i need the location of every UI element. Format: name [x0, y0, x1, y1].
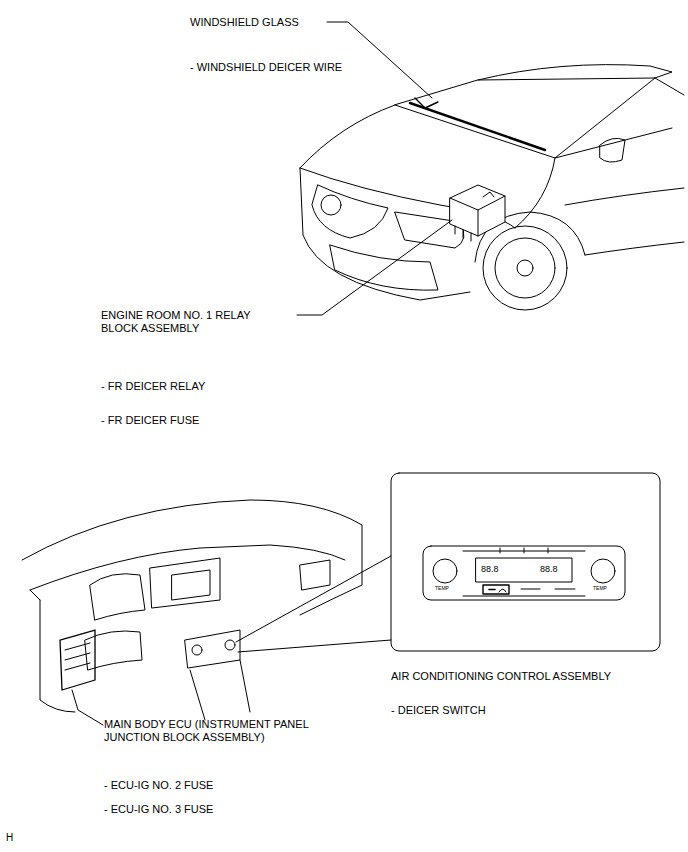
vehicle-drawing	[300, 65, 684, 310]
figure-code: H	[6, 832, 13, 844]
part-label: ENGINE ROOM NO. 1 RELAY BLOCK ASSEMBLY	[101, 309, 273, 335]
sub-part-label: - ECU-IG NO. 3 FUSE	[104, 803, 213, 816]
inset-frame	[391, 473, 660, 651]
sub-part-label: - FR DEICER FUSE	[101, 414, 199, 427]
sub-part-label: - WINDSHIELD DEICER WIRE	[190, 61, 342, 74]
part-label: AIR CONDITIONING CONTROL ASSEMBLY	[391, 670, 611, 683]
part-label: MAIN BODY ECU (INSTRUMENT PANEL JUNCTION…	[104, 718, 346, 744]
sub-part-label: - ECU-IG NO. 2 FUSE	[104, 779, 213, 792]
knob-label: TEMP	[593, 585, 607, 591]
sub-part-label: - DEICER SWITCH	[391, 704, 486, 717]
knob-label: TEMP	[435, 585, 449, 591]
display-reading: 88.8	[481, 564, 499, 575]
display-reading: 88.8	[540, 564, 558, 575]
dashboard-drawing	[22, 500, 362, 720]
part-label: WINDSHIELD GLASS	[190, 16, 299, 29]
leader-line	[72, 690, 103, 725]
sub-part-label: - FR DEICER RELAY	[101, 380, 205, 393]
inset-leader	[236, 556, 391, 652]
leader-line	[327, 22, 432, 98]
leader-line	[297, 220, 452, 315]
control-panel	[423, 546, 625, 600]
